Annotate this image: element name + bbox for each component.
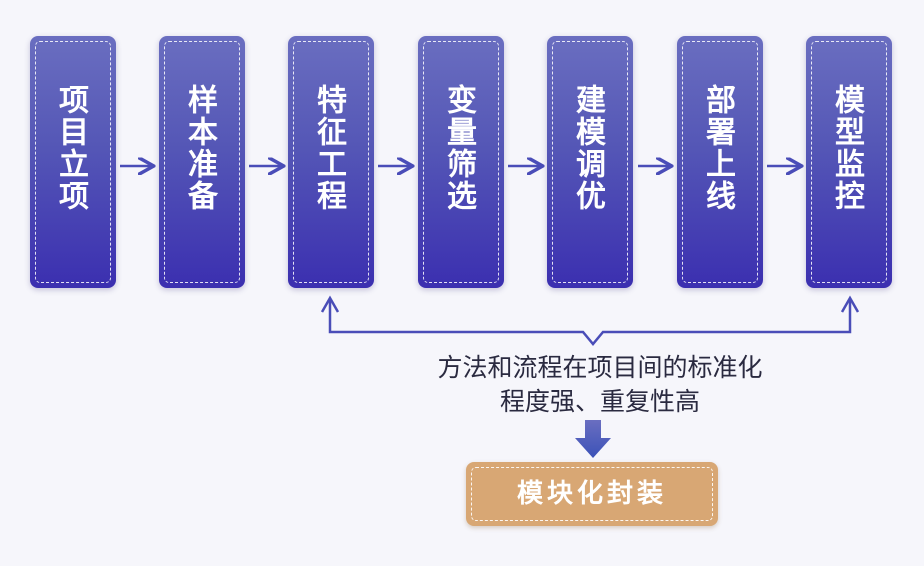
bracket-arrowhead-right (840, 295, 860, 313)
step-label-3: 特征工程 (311, 84, 346, 212)
down-arrow (575, 420, 611, 458)
step-box-4: 变量筛选 (418, 36, 504, 288)
note-line-1: 方法和流程在项目间的标准化 (437, 353, 763, 382)
step-label-2: 样本准备 (182, 84, 217, 212)
step-label-7: 模型监控 (829, 84, 864, 212)
result-label: 模块化封装 (516, 479, 667, 509)
note-line-2: 程度强、重复性高 (499, 387, 700, 416)
step-label-1: 项目立项 (53, 84, 88, 212)
step-box-3: 特征工程 (288, 36, 374, 288)
step-label-6: 部署上线 (700, 84, 735, 212)
step-box-7: 模型监控 (806, 36, 892, 288)
step-box-1: 项目立项 (30, 36, 116, 288)
result-box: 模块化封装 (466, 462, 718, 526)
step-label-5: 建模调优 (570, 84, 605, 212)
step-label-4: 变量筛选 (441, 84, 476, 212)
step-box-5: 建模调优 (547, 36, 633, 288)
bracket-arrowhead-left (320, 295, 340, 313)
scope-bracket (328, 298, 852, 346)
step-box-2: 样本准备 (159, 36, 245, 288)
step-box-6: 部署上线 (677, 36, 763, 288)
